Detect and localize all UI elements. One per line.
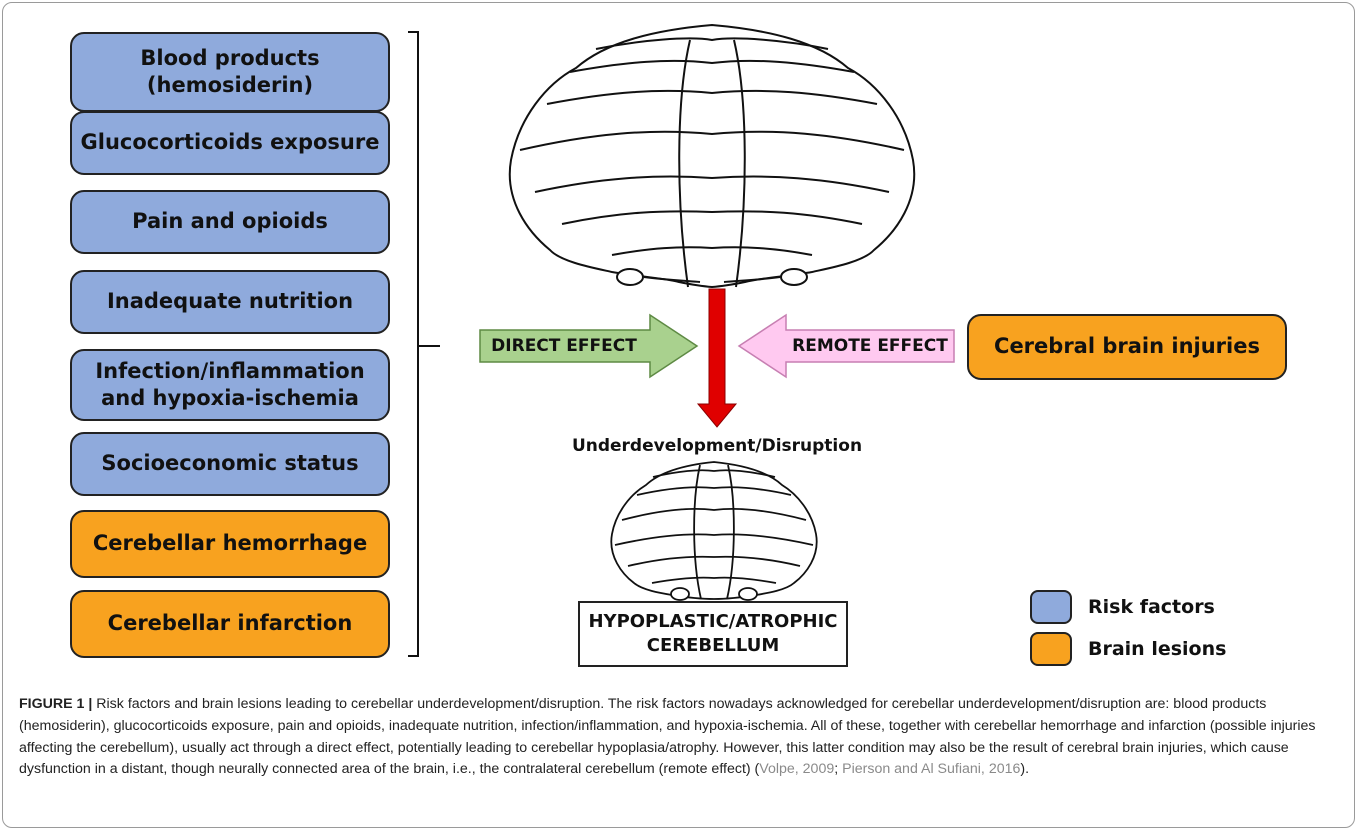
legend-swatch-risk [1030, 590, 1072, 624]
direct-effect-label: DIRECT EFFECT [491, 336, 637, 356]
grouping-bracket [408, 31, 440, 657]
caption-end: ). [1020, 761, 1030, 778]
remote-effect-arrow [737, 313, 955, 379]
outcome-label: Underdevelopment/Disruption [571, 436, 863, 456]
risk-factor-box-nutrition: Inadequate nutrition [70, 270, 390, 334]
risk-factor-box-pain-opioids: Pain and opioids [70, 190, 390, 254]
caption-separator: ; [834, 761, 843, 778]
caption-reference-volpe[interactable]: Volpe, 2009 [759, 761, 835, 778]
legend-swatch-lesion [1030, 632, 1072, 666]
direct-effect-arrow [479, 313, 699, 379]
lesion-box-infarction: Cerebellar infarction [70, 590, 390, 658]
legend-label-risk: Risk factors [1088, 596, 1215, 618]
central-red-arrow [696, 288, 738, 428]
cerebellum-normal-icon [508, 23, 916, 289]
risk-factor-box-socioeconomic: Socioeconomic status [70, 432, 390, 496]
legend-label-lesion: Brain lesions [1088, 638, 1227, 660]
risk-factor-box-glucocorticoids: Glucocorticoids exposure [70, 111, 390, 175]
caption-reference-pierson[interactable]: Pierson and Al Sufiani, 2016 [842, 761, 1021, 778]
risk-factor-box-infection: Infection/inflammation and hypoxia-ische… [70, 349, 390, 421]
caption-text: Risk factors and brain lesions leading t… [19, 696, 1316, 778]
outcome-line-1: HYPOPLASTIC/ATROPHIC [588, 610, 838, 632]
lesion-box-hemorrhage: Cerebellar hemorrhage [70, 510, 390, 578]
cerebral-brain-injuries-box: Cerebral brain injuries [967, 314, 1287, 380]
outcome-line-2: CEREBELLUM [646, 635, 780, 656]
outcome-box: HYPOPLASTIC/ATROPHIC CEREBELLUM [578, 601, 848, 667]
cerebellum-hypoplastic-icon [610, 461, 818, 601]
figure-caption: FIGURE 1 | Risk factors and brain lesion… [19, 694, 1337, 781]
remote-effect-label: REMOTE EFFECT [792, 336, 948, 356]
caption-figure-label: FIGURE 1 | [19, 696, 93, 712]
